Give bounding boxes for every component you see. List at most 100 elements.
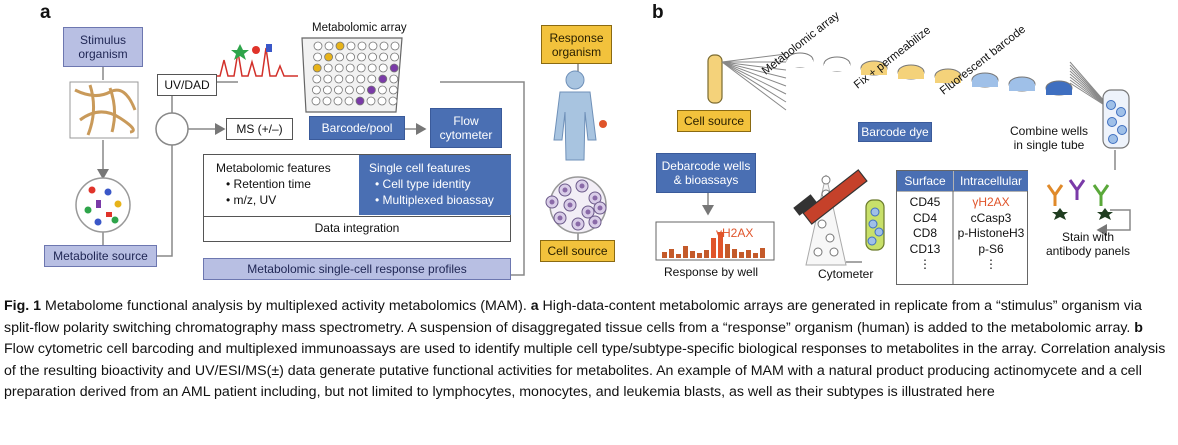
fan-line — [721, 61, 787, 87]
fan-line — [721, 61, 787, 103]
antibody-table: Surface Intracellular CD45 CD4 CD8 CD13 … — [896, 170, 1028, 285]
metabolomic-feature-item: • m/z, UV — [226, 193, 277, 207]
plate-well — [388, 96, 398, 106]
caption-a-letter: a — [530, 298, 539, 314]
cell-source-box-b: Cell source — [677, 110, 751, 132]
plate-well — [357, 41, 367, 51]
split-valve — [155, 112, 189, 146]
histogram-bar — [669, 249, 674, 258]
caption-b-text: Flow cytometric cell barcoding and multi… — [4, 341, 1166, 400]
cell-nucleus — [585, 209, 591, 215]
fluor-star — [1052, 208, 1068, 220]
plate-well — [390, 52, 400, 62]
histogram-bar — [718, 232, 723, 258]
debarcode-box: Debarcode wells & bioassays — [656, 153, 756, 193]
stain-label: Stain with antibody panels — [1045, 230, 1131, 258]
histogram-bar — [704, 250, 709, 258]
tissue-sample — [599, 120, 607, 128]
plate-well — [379, 41, 389, 51]
plate-well — [355, 85, 365, 95]
histogram-bar — [753, 253, 758, 258]
single-cell-features-box: Single cell features • Cell type identit… — [359, 155, 511, 215]
plate-well — [366, 85, 376, 95]
plate-well — [366, 96, 376, 106]
caption-fig-label: Fig. 1 — [4, 298, 42, 314]
surface-marker: CD4 — [912, 210, 937, 225]
combine-wells-label: Combine wells in single tube — [1009, 124, 1089, 152]
cytometer-label: Cytometer — [818, 267, 874, 281]
barcode-pool-box: Barcode/pool — [309, 116, 405, 140]
histogram-bar — [760, 248, 765, 258]
intracellular-column: γH2AX cCasp3 p-HistoneH3 p-S6 ⋮ — [954, 195, 1028, 273]
histogram-bar — [697, 253, 702, 258]
laser — [802, 169, 868, 225]
cell-nucleus — [575, 221, 581, 227]
red-molecule — [252, 46, 260, 54]
plate-well — [323, 63, 333, 73]
cell — [1108, 134, 1118, 144]
histogram-bar — [739, 252, 744, 258]
connector — [157, 145, 173, 257]
cell-nucleus — [597, 205, 603, 211]
mycelium-drawing — [74, 84, 137, 136]
plate-well — [355, 96, 365, 106]
intracellular-marker: p-S6 — [978, 241, 1004, 256]
plate-well — [356, 63, 366, 73]
plate-wells — [311, 41, 400, 106]
well-side — [824, 64, 850, 71]
plate-well — [312, 74, 322, 84]
intracellular-marker: cCasp3 — [970, 210, 1012, 225]
cell — [829, 247, 839, 257]
plate-well — [311, 85, 321, 95]
plate-well — [324, 41, 334, 51]
plate-well — [335, 52, 345, 62]
metabolomic-features-title: Metabolomic features — [216, 161, 331, 175]
histogram-bar — [711, 238, 716, 258]
cell — [1106, 100, 1116, 110]
plate-well — [322, 85, 332, 95]
well-side — [898, 72, 924, 79]
metabolomic-array-label: Metabolomic array — [312, 22, 407, 34]
flow-cytometer-box: Flow cytometer — [430, 108, 502, 148]
response-by-well-label: Response by well — [664, 265, 759, 279]
fan-line — [721, 61, 787, 71]
ms-box: MS (+/–) — [226, 118, 293, 140]
cell — [813, 247, 823, 257]
plate-well — [379, 52, 389, 62]
cell — [874, 227, 884, 237]
profiles-box: Metabolomic single-cell response profile… — [203, 258, 511, 280]
plate-well — [378, 63, 388, 73]
cell-nucleus — [579, 183, 585, 189]
plate-well — [389, 63, 399, 73]
cell — [817, 219, 827, 229]
surface-marker: CD45 — [909, 195, 941, 209]
plate-well — [356, 74, 366, 84]
plate-well — [344, 85, 354, 95]
plate-strip — [786, 52, 1073, 96]
histogram-bar — [725, 244, 730, 258]
uv-dad-box: UV/DAD — [157, 74, 217, 96]
connector — [1096, 209, 1131, 236]
plate-well — [346, 41, 356, 51]
cell — [825, 233, 835, 243]
metabolite-source-box: Metabolite source — [44, 245, 157, 267]
cell — [868, 219, 878, 229]
histogram-bar — [732, 249, 737, 258]
plate-well — [367, 74, 377, 84]
histogram-bar — [746, 250, 751, 258]
fluor-star — [1097, 208, 1113, 220]
table-header-surface: Surface — [897, 171, 953, 191]
plate-well — [334, 63, 344, 73]
chromatogram — [207, 47, 298, 77]
cell-nucleus — [592, 219, 598, 225]
fan-line — [721, 61, 787, 111]
plate-well — [313, 41, 323, 51]
antibodies — [1046, 179, 1110, 206]
plate-well — [335, 41, 345, 51]
distribution-lines — [721, 53, 787, 111]
well-side — [1009, 84, 1035, 91]
cell-nucleus — [549, 199, 555, 205]
fan-line — [721, 53, 787, 63]
table-header-intracellular: Intracellular — [954, 171, 1028, 191]
